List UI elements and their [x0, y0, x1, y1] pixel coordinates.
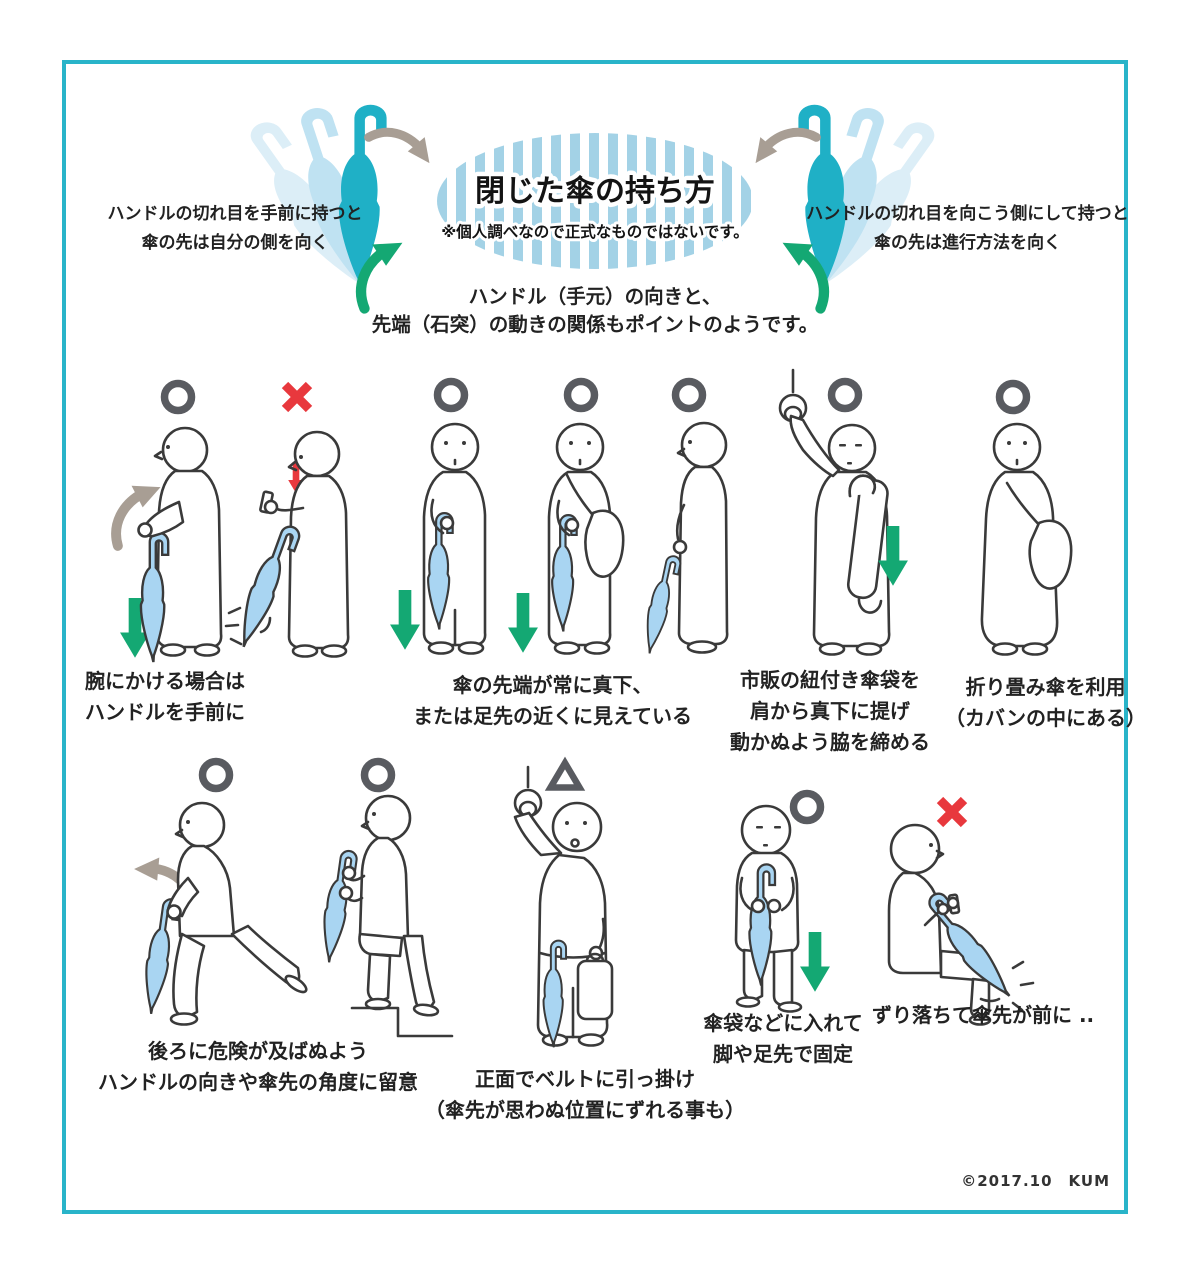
- briefcase-icon: [576, 959, 614, 1021]
- page-title: 閉じた傘の持ち方: [475, 174, 715, 209]
- copyright-text: ©2017.10 KUM: [961, 1172, 1110, 1190]
- bag-caption: 市販の紐付き傘袋を 肩から真下に提げ 動かぬよう脇を締める: [725, 665, 935, 758]
- motion-swish-icon: [979, 997, 1001, 1003]
- disclaimer-text: ※個人調べなので正式なものではないです。: [441, 222, 749, 241]
- right-note-line2: 傘の先は進行方法を向く: [874, 233, 1061, 253]
- left-note-line1: ハンドルの切れ目を手前に持つと: [107, 204, 363, 224]
- motion-swish-icon: [259, 616, 272, 634]
- figure-seated-good-illustration: [734, 804, 830, 1013]
- arm-caption: 腕にかける場合は ハンドルを手前に: [85, 666, 345, 728]
- point-note: ハンドル（手元）の向きと、 先端（石突）の動きの関係もポイントのようです。: [345, 283, 845, 339]
- down-arrow-icon: [800, 932, 830, 992]
- figure-walking-illustration: [100, 801, 308, 1026]
- seat-ok-caption-line1: 傘袋などに入れて: [703, 1011, 863, 1035]
- figure-tip-down-profile-illustration: [639, 421, 729, 657]
- motion-lines-icon: [1011, 960, 1035, 1012]
- closed-umbrella-icon: [317, 847, 359, 966]
- folding-caption-line1: 折り畳み傘を利用: [965, 675, 1126, 699]
- seat-ok-caption-line2: 脚や足先で固定: [713, 1042, 853, 1066]
- arm-caption-line1: 腕にかける場合は: [85, 669, 245, 693]
- arm-caption-line2: ハンドルを手前に: [85, 700, 245, 724]
- briefcase-handle: [585, 952, 605, 963]
- left-note-line2: 傘の先は自分の側を向く: [141, 233, 329, 253]
- figure-seated-bad-illustration: [887, 823, 1035, 1026]
- seat-ok-caption: 傘袋などに入れて 脚や足先で固定: [688, 1008, 878, 1070]
- right-note-line1: ハンドルの切れ目を向こう側にして持つと: [806, 204, 1129, 224]
- walk-caption-line2: ハンドルの向きや傘先の角度に留意: [98, 1070, 418, 1094]
- figure-arm-hang-bad-illustration: [224, 430, 350, 658]
- point-note-line2: 先端（石突）の動きの関係もポイントのようです。: [371, 313, 819, 336]
- title-badge: 閉じた傘の持ち方 ※個人調べなので正式なものではないです。: [437, 133, 753, 269]
- walk-caption-line1: 後ろに危険が及ばぬよう: [148, 1039, 368, 1063]
- folding-caption: 折り畳み傘を利用 （カバンの中にある）: [938, 672, 1153, 734]
- figure-folding-umbrella-illustration: [980, 422, 1073, 656]
- header-umbrella-right-illustration: [725, 104, 954, 300]
- shoulder-bag-icon: [584, 509, 625, 578]
- tip-caption-line2: または足先の近くに見えている: [413, 704, 692, 728]
- figure-stairs-illustration: [317, 794, 454, 1038]
- tip-caption-line1: 傘の先端が常に真下、: [452, 673, 653, 697]
- left-note: ハンドルの切れ目を手前に持つと 傘の先は自分の側を向く: [70, 200, 400, 258]
- folding-caption-line2: （カバンの中にある）: [945, 706, 1146, 730]
- seat-bad-caption: ずり落ちて傘先が前に ..: [872, 1000, 1152, 1031]
- point-note-line1: ハンドル（手元）の向きと、: [468, 285, 722, 308]
- figure-belt-hook-illustration: [513, 765, 614, 1049]
- belt-caption: 正面でベルトに引っ掛け （傘先が思わぬ位置にずれる事も）: [415, 1064, 755, 1126]
- figure-arm-hang-good-illustration: [95, 426, 223, 664]
- motion-lines-icon: [224, 606, 243, 646]
- stairs-step-lines: [350, 1006, 454, 1038]
- bag-caption-line3: 動かぬよう脇を締める: [730, 730, 930, 754]
- umbrella-sleeve-bag: [846, 478, 889, 600]
- walk-caption: 後ろに危険が及ばぬよう ハンドルの向きや傘先の角度に留意: [88, 1036, 428, 1098]
- down-arrow-icon: [390, 590, 420, 650]
- closed-umbrella-icon: [639, 552, 683, 657]
- umbrella-hook-icon: [848, 474, 877, 498]
- right-note: ハンドルの切れ目を向こう側にして持つと 傘の先は進行方法を向く: [795, 200, 1140, 258]
- seat-bad-caption-line1: ずり落ちて傘先が前に ..: [872, 1003, 1095, 1027]
- belt-caption-line1: 正面でベルトに引っ掛け: [475, 1067, 695, 1091]
- figure-umbrella-bag-illustration: [778, 368, 908, 656]
- bag-caption-line2: 肩から真下に提げ: [750, 699, 910, 723]
- shoulder-bag-icon: [1028, 519, 1073, 590]
- bag-caption-line1: 市販の紐付き傘袋を: [740, 668, 920, 692]
- header-umbrella-left-illustration: [231, 104, 460, 300]
- belt-caption-line2: （傘先が思わぬ位置にずれる事も）: [424, 1098, 746, 1122]
- tip-caption: 傘の先端が常に真下、 または足先の近くに見えている: [390, 670, 715, 732]
- figure-tip-down-front-illustration: [390, 422, 487, 655]
- figure-tip-down-bag-illustration: [508, 422, 625, 655]
